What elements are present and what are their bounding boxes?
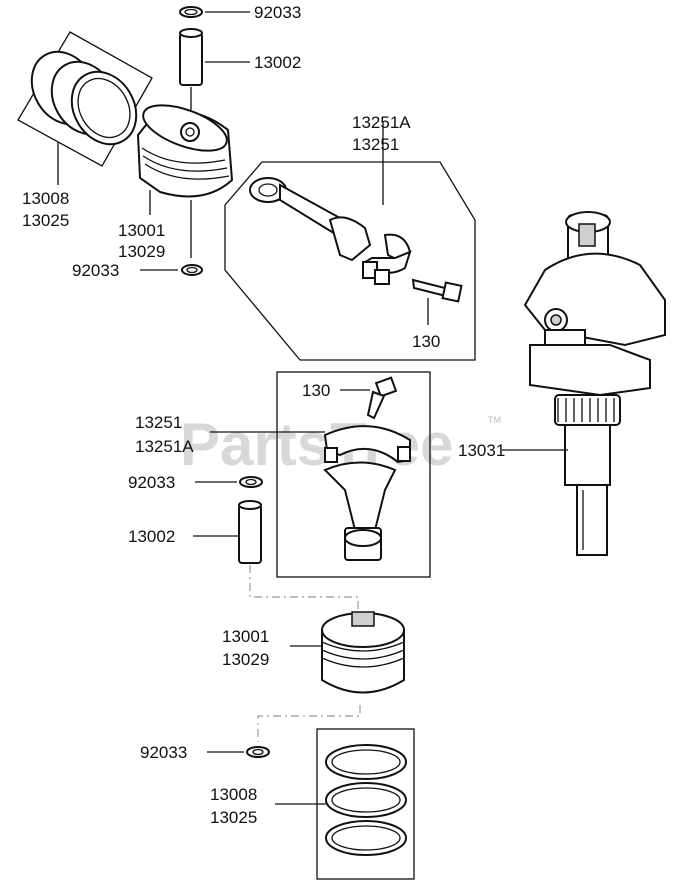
snap-ring-bottom-b[interactable] bbox=[246, 746, 270, 758]
label-pin-bottom: 13002 bbox=[128, 527, 175, 546]
piston-pin-top[interactable] bbox=[179, 28, 203, 86]
snap-ring-bottom-a[interactable] bbox=[239, 476, 263, 488]
label-rod-bottom-1: 13251 bbox=[135, 413, 182, 432]
piston-top[interactable] bbox=[136, 96, 234, 198]
label-rod-top-2: 13251 bbox=[352, 135, 399, 154]
label-piston-bottom-2: 13029 bbox=[222, 650, 269, 669]
label-pin-top: 13002 bbox=[254, 53, 301, 72]
connecting-rod-top[interactable] bbox=[249, 177, 412, 285]
label-rings-top-1: 13008 bbox=[22, 189, 69, 208]
label-piston-top-1: 13001 bbox=[118, 221, 165, 240]
label-piston-bottom-1: 13001 bbox=[222, 627, 269, 646]
label-snap-ring-bottom-b: 92033 bbox=[140, 743, 187, 762]
label-bolt-top: 130 bbox=[412, 332, 440, 351]
piston-bottom[interactable] bbox=[321, 611, 405, 694]
label-piston-top-2: 13029 bbox=[118, 242, 165, 261]
piston-pin-bottom[interactable] bbox=[238, 500, 262, 564]
label-snap-ring-top: 92033 bbox=[254, 3, 301, 22]
label-rings-bottom-1: 13008 bbox=[210, 785, 257, 804]
label-rod-bottom-2: 13251A bbox=[135, 437, 194, 456]
connecting-rod-bottom[interactable] bbox=[323, 425, 411, 561]
label-crankshaft: 13031 bbox=[458, 441, 505, 460]
label-rings-top-2: 13025 bbox=[22, 211, 69, 230]
label-bolt-bottom: 130 bbox=[302, 381, 330, 400]
connecting-rod-box-top bbox=[224, 161, 476, 361]
rod-bolt-top[interactable] bbox=[411, 278, 463, 303]
rod-bolt-bottom[interactable] bbox=[366, 376, 398, 420]
piston-rings-bottom[interactable] bbox=[325, 744, 407, 856]
piston-rings-top[interactable] bbox=[17, 31, 153, 167]
watermark-tm: TM bbox=[488, 415, 501, 425]
label-rod-top-1: 13251A bbox=[352, 113, 411, 132]
watermark: PartsTree bbox=[180, 411, 454, 478]
snap-ring-top[interactable] bbox=[179, 6, 203, 18]
label-snap-ring-bottom-a: 92033 bbox=[128, 473, 175, 492]
snap-ring-mid[interactable] bbox=[181, 264, 203, 276]
crankshaft[interactable] bbox=[523, 211, 666, 556]
connecting-rod-box-bottom bbox=[276, 371, 431, 578]
label-snap-ring-mid: 92033 bbox=[72, 261, 119, 280]
label-rings-bottom-2: 13025 bbox=[210, 808, 257, 827]
